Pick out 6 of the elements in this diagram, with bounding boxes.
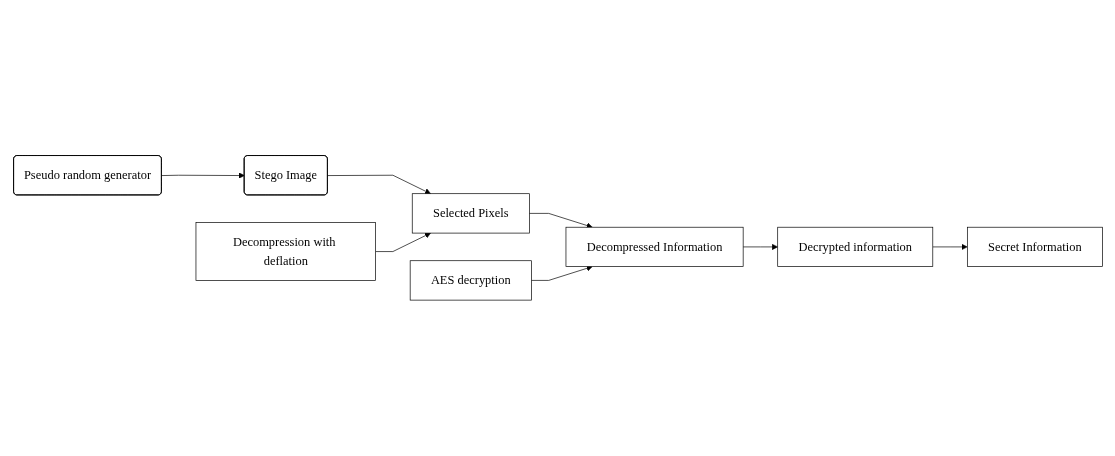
- node-box: Secret Information: [966, 227, 1103, 268]
- node-box: Decrypted information: [776, 227, 933, 268]
- node-box: Selected Pixels: [411, 193, 530, 234]
- node-box: Decompressed Information: [565, 227, 743, 268]
- node-box: Decompression with deflation: [195, 222, 376, 282]
- node-box: AES decryption: [409, 260, 532, 301]
